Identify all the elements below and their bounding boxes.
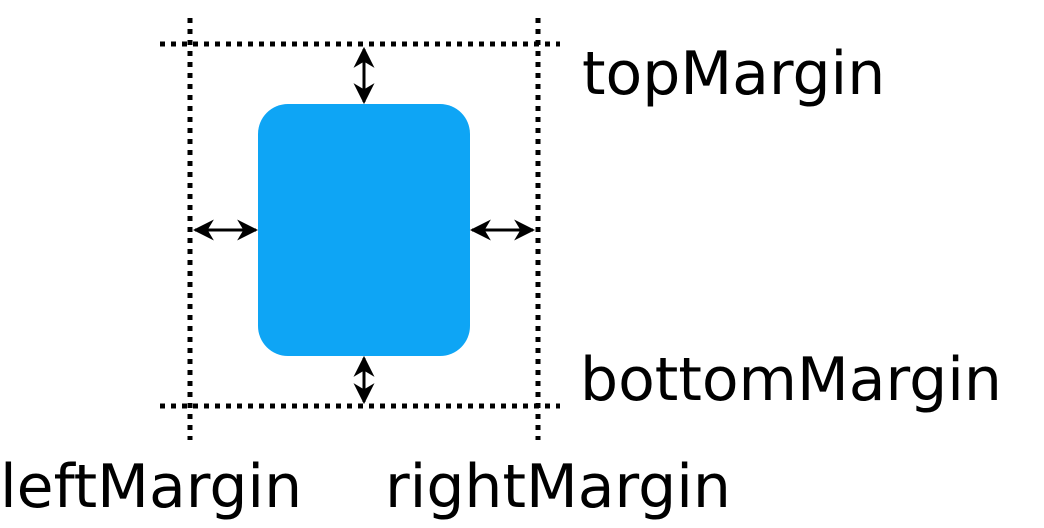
left-margin-label: leftMargin <box>0 452 303 522</box>
top-margin-label: topMargin <box>582 39 886 109</box>
bottom-margin-label: bottomMargin <box>580 345 1002 415</box>
item-box <box>258 104 470 356</box>
right-margin-label: rightMargin <box>385 452 731 522</box>
